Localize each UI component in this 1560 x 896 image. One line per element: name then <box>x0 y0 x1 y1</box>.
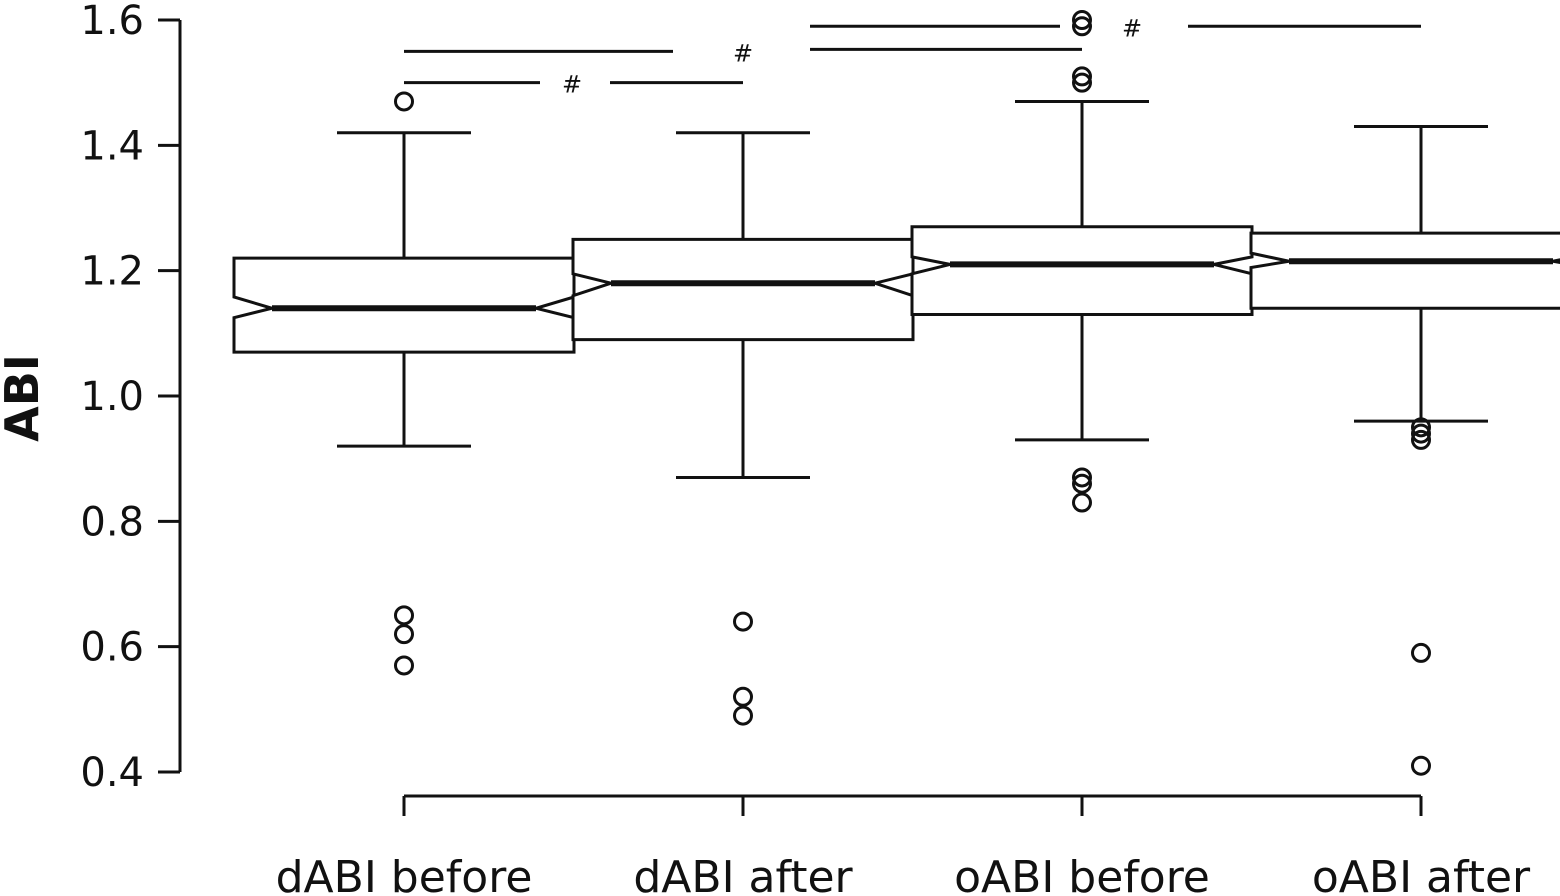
outlier-point <box>1411 423 1431 444</box>
significance-mark: # <box>562 71 582 99</box>
significance-mark: # <box>1122 14 1142 42</box>
outlier-point <box>1411 642 1431 663</box>
y-tick-label: 1.6 <box>80 0 144 44</box>
outlier-point <box>394 655 414 676</box>
outlier-point <box>1072 72 1092 93</box>
y-tick-label: 0.4 <box>80 750 144 796</box>
notched-box <box>232 256 576 354</box>
outlier-point <box>1072 16 1092 37</box>
outlier-point <box>1411 429 1431 450</box>
outlier-point <box>1411 755 1431 776</box>
x-tick-label: oABI before <box>954 852 1210 896</box>
y-tick-label: 0.6 <box>80 625 144 671</box>
outlier-point <box>733 611 753 632</box>
y-tick-label: 1.0 <box>80 374 144 420</box>
outlier-point <box>1072 467 1092 488</box>
x-tick-label: dABI before <box>276 852 533 896</box>
x-tick-label: dABI after <box>633 852 853 896</box>
notched-box <box>910 225 1254 317</box>
y-tick-label: 0.8 <box>80 499 144 545</box>
outlier-point <box>394 624 414 645</box>
outlier-point <box>1072 492 1092 513</box>
outlier-point <box>394 91 414 112</box>
notched-box <box>571 237 915 342</box>
outlier-point <box>1072 10 1092 30</box>
y-tick-label: 1.2 <box>80 249 144 295</box>
outlier-point <box>394 605 414 626</box>
outlier-point <box>1072 473 1092 494</box>
outlier-point <box>733 705 753 726</box>
y-axis-title: ABI <box>0 354 49 442</box>
notched-box <box>1249 231 1560 310</box>
x-tick-label: oABI after <box>1312 852 1531 896</box>
outlier-point <box>1072 66 1092 87</box>
significance-mark: # <box>733 39 753 67</box>
outlier-point <box>1411 417 1431 438</box>
y-tick-label: 1.4 <box>80 123 144 169</box>
outlier-point <box>733 686 753 707</box>
